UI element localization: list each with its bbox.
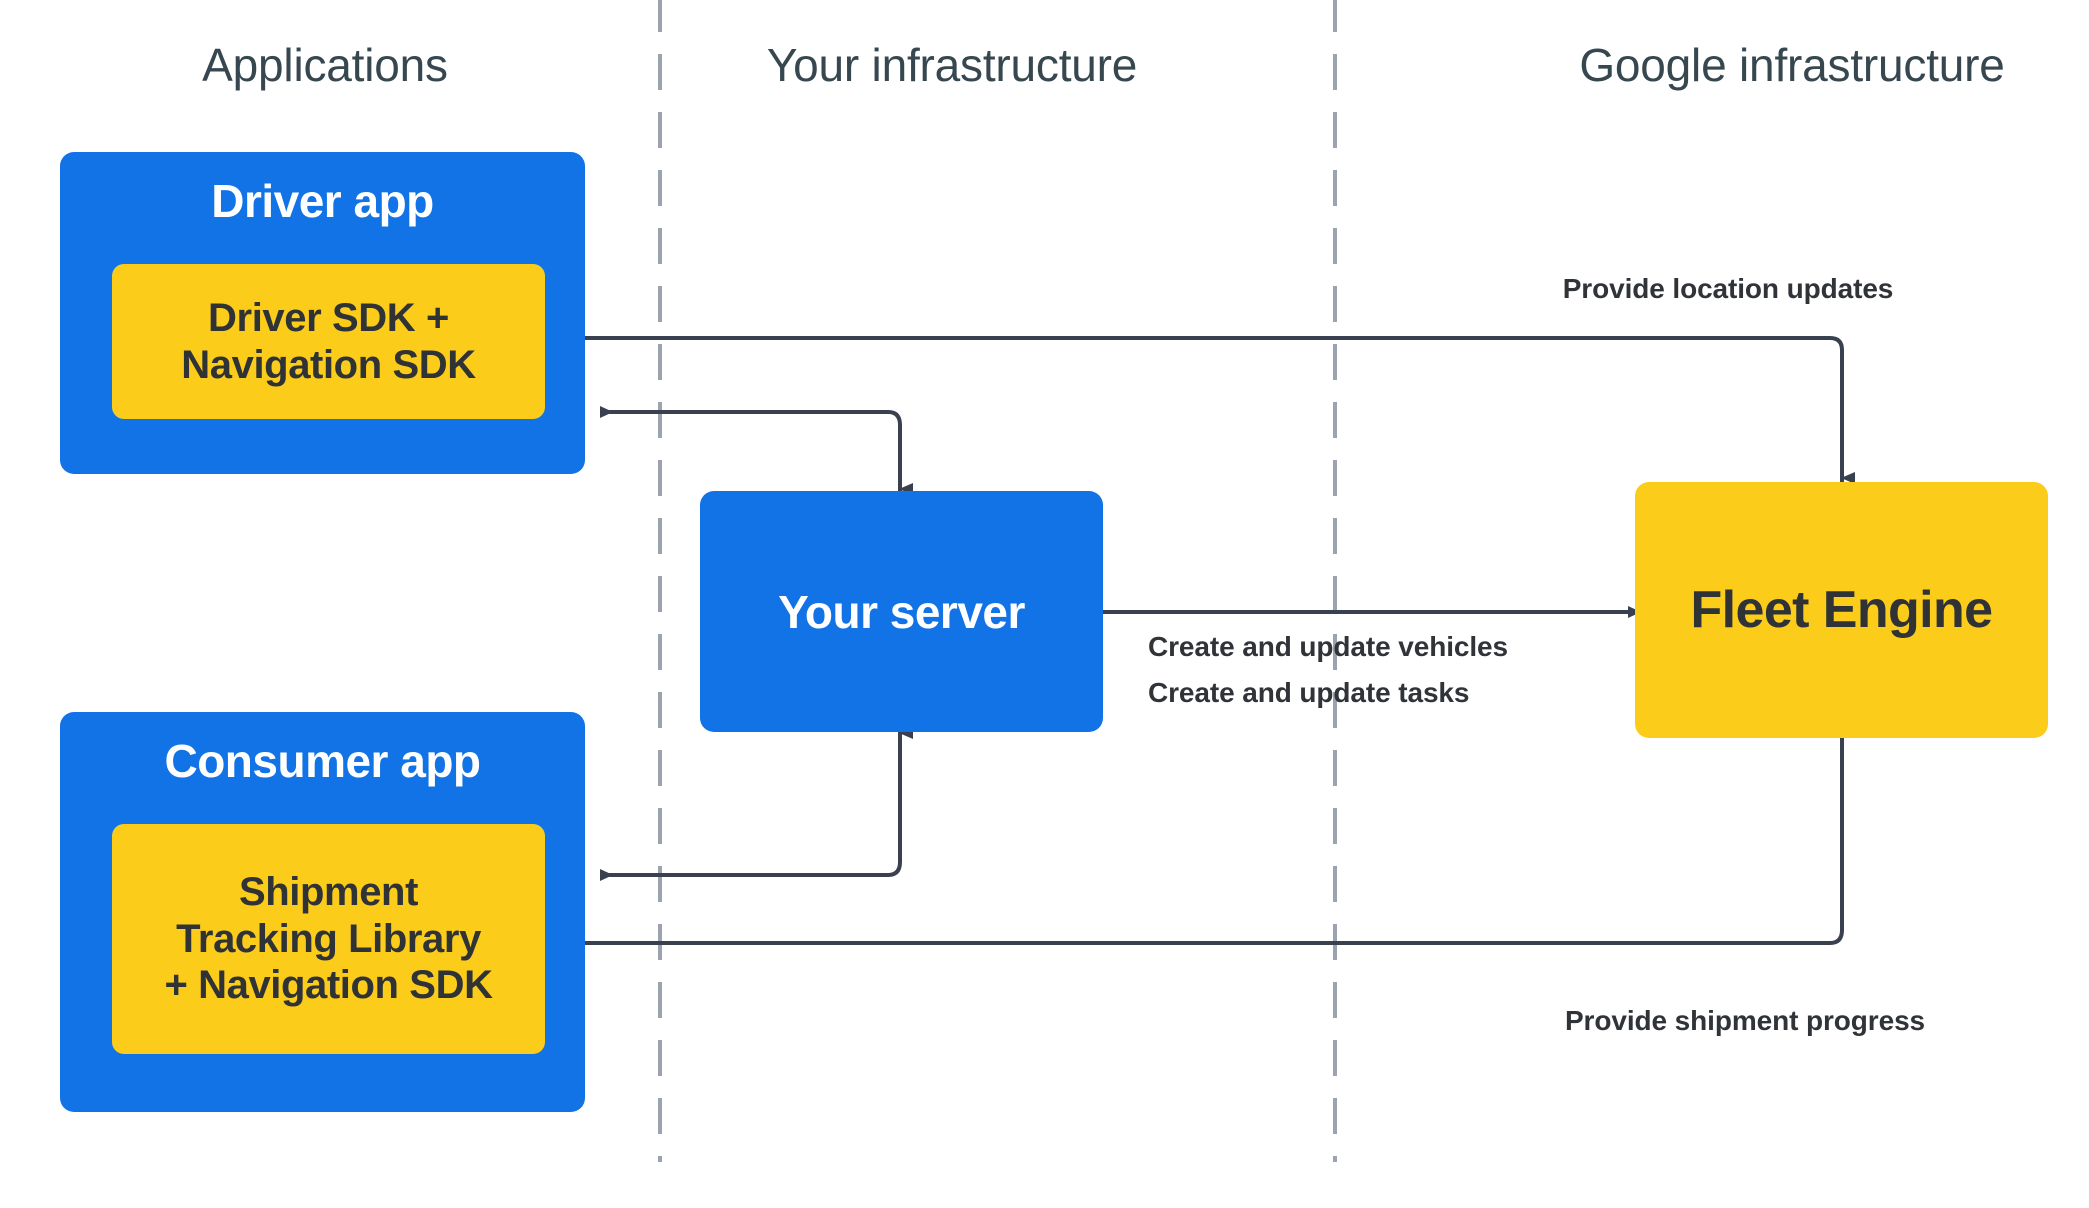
edge-label-provide-shipment-progress: Provide shipment progress	[1564, 1005, 1926, 1036]
column-header-your-infrastructure: Your infrastructure	[766, 39, 1138, 91]
your-server-label: Your server	[778, 585, 1025, 638]
node-consumer-app[interactable]: Consumer app Shipment Tracking Library +…	[60, 712, 585, 1112]
edge-server-to-consumer-app	[600, 730, 902, 881]
driver-sdk-label: Driver SDK + Navigation SDK	[181, 296, 476, 387]
node-driver-sdk[interactable]: Driver SDK + Navigation SDK	[112, 264, 545, 419]
node-shipment-tracking-library[interactable]: Shipment Tracking Library + Navigation S…	[112, 824, 545, 1054]
driver-app-title: Driver app	[211, 175, 434, 227]
shipment-tracking-library-label: Shipment Tracking Library + Navigation S…	[164, 870, 493, 1008]
edge-server-to-driver-app	[600, 406, 902, 492]
edge-label-create-and-update-tasks: Create and update tasks	[1148, 677, 1470, 708]
edge-label-provide-location-updates: Provide location updates	[1562, 273, 1894, 304]
node-fleet-engine[interactable]: Fleet Engine	[1635, 482, 2048, 738]
edge-label-create-and-update-vehicles: Create and update vehicles	[1148, 631, 1508, 662]
consumer-app-title: Consumer app	[164, 735, 481, 787]
fleet-engine-label: Fleet Engine	[1690, 581, 1994, 639]
edge-provide-shipment-progress	[562, 738, 1844, 949]
column-header-applications: Applications	[202, 39, 448, 91]
node-your-server[interactable]: Your server	[700, 491, 1103, 732]
edge-provide-location-updates	[562, 332, 1844, 482]
node-driver-app[interactable]: Driver app Driver SDK + Navigation SDK	[60, 152, 585, 474]
column-header-google-infrastructure: Google infrastructure	[1579, 39, 2005, 91]
